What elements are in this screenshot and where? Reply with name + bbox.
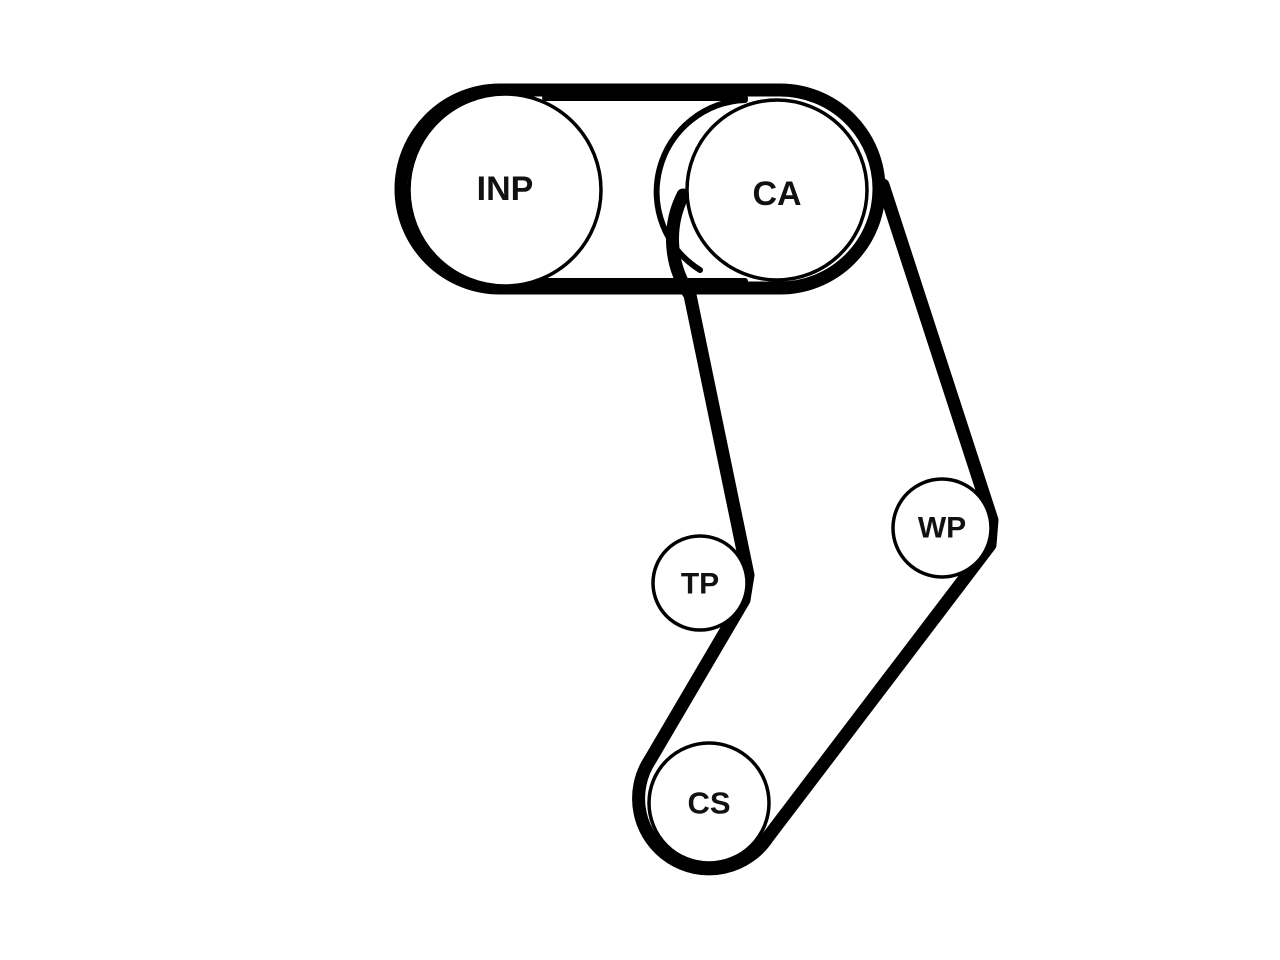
pulley-inp-circle — [407, 92, 603, 288]
pulley-tp-circle — [651, 534, 749, 632]
pulley-wp-circle — [891, 477, 993, 579]
pulley-wp: WP — [891, 477, 993, 579]
pulley-cs-circle — [647, 741, 771, 865]
pulley-ca-circle — [685, 98, 869, 282]
pulley-ca-label: CA — [752, 175, 801, 213]
ca-wrap-inner-arc — [653, 97, 748, 273]
pulley-cs-label: CS — [687, 786, 730, 821]
pulley-tp-label: TP — [681, 568, 719, 601]
pulley-wp-label: WP — [918, 512, 966, 545]
pulley-ca: CA — [685, 98, 869, 282]
lower-belt — [632, 178, 999, 876]
pulley-inp-label: INP — [477, 170, 534, 208]
upper-belt-outer — [394, 83, 886, 295]
pulley-tp: TP — [651, 534, 749, 632]
pulley-cs: CS — [647, 741, 771, 865]
pulley-inp: INP — [407, 92, 603, 288]
